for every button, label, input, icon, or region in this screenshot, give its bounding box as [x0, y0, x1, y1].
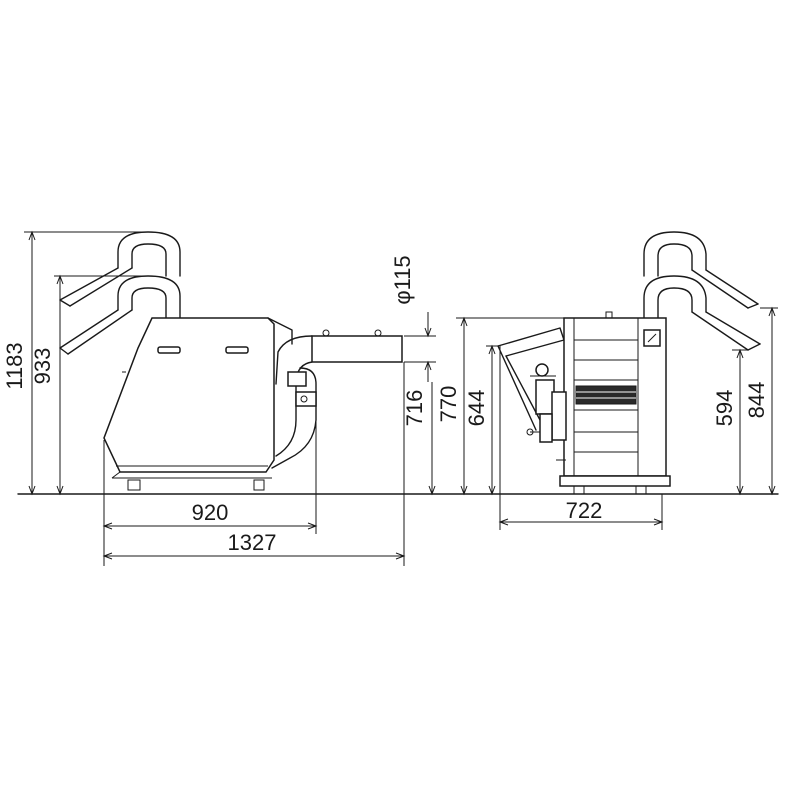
hopper-top-height-label: 770: [436, 386, 461, 423]
overall-width-label: 1327: [228, 530, 277, 555]
pipe-top-height-label: 933: [30, 348, 55, 385]
side-lower-pipe-height-label: 594: [712, 390, 737, 427]
outlet-diameter-label: φ115: [390, 255, 415, 304]
blower-outlet-pipe: [271, 329, 403, 469]
upper-duct-pipe: [59, 231, 181, 307]
side-motor: [526, 363, 567, 461]
side-upper-pipe-height-label: 844: [744, 382, 769, 419]
overall-height-label: 1183: [2, 342, 27, 389]
side-upper-duct-pipe: [643, 231, 759, 309]
front-dimensions: [24, 230, 440, 566]
side-width-label: 722: [566, 498, 603, 523]
side-lower-duct-pipe: [643, 275, 761, 351]
main-width-label: 920: [192, 500, 229, 525]
outlet-height-label: 716: [402, 390, 427, 427]
side-hopper: [497, 327, 565, 431]
main-body: [103, 317, 293, 491]
lower-duct-pipe: [59, 275, 181, 355]
side-cabinet: [559, 311, 671, 495]
hopper-height-label: 644: [464, 390, 489, 427]
side-view: [497, 231, 761, 495]
front-view: [59, 231, 403, 491]
side-dimensions: [456, 306, 778, 530]
